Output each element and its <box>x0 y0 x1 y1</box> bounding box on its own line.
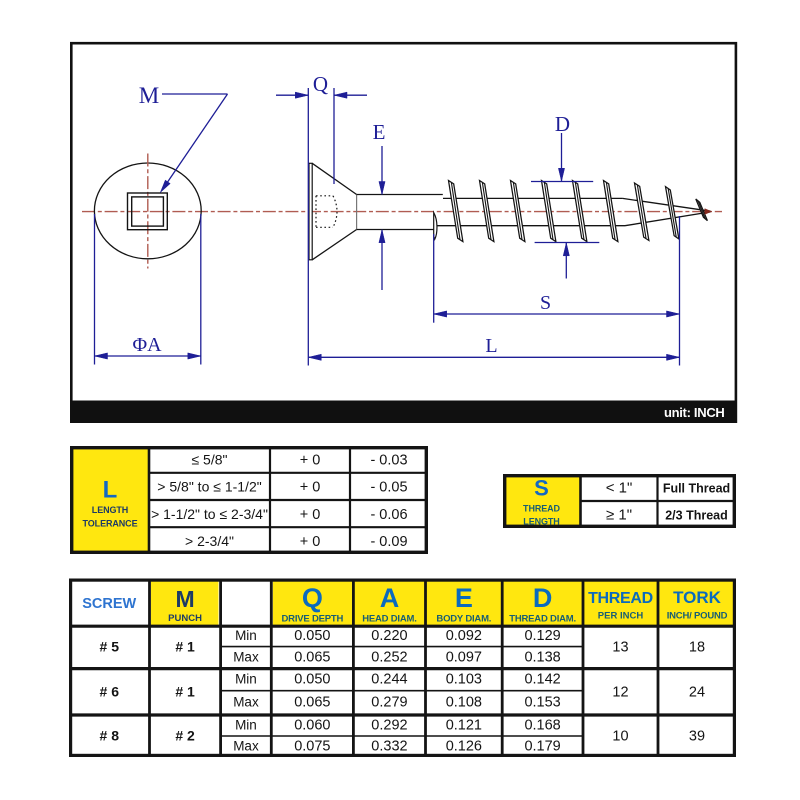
svg-text:> 2-3/4": > 2-3/4" <box>185 533 234 549</box>
svg-text:D: D <box>555 112 570 136</box>
svg-text:+ 0: + 0 <box>300 534 321 550</box>
svg-text:TOLERANCE: TOLERANCE <box>83 519 138 529</box>
svg-text:0.092: 0.092 <box>446 628 482 644</box>
svg-text:S: S <box>534 476 549 501</box>
svg-text:0.129: 0.129 <box>524 628 560 644</box>
svg-text:A: A <box>380 583 400 613</box>
svg-text:+ 0: + 0 <box>300 480 321 496</box>
svg-text:24: 24 <box>689 685 705 701</box>
svg-text:Min: Min <box>235 718 257 733</box>
svg-text:0.121: 0.121 <box>446 718 482 734</box>
svg-text:Q: Q <box>313 72 328 96</box>
svg-text:D: D <box>533 583 553 613</box>
svg-text:Min: Min <box>235 671 257 686</box>
svg-text:LENGTH: LENGTH <box>523 517 559 527</box>
svg-text:0.050: 0.050 <box>294 671 330 687</box>
svg-text:0.142: 0.142 <box>524 671 560 687</box>
svg-text:THREAD: THREAD <box>523 504 560 514</box>
svg-text:E: E <box>455 583 473 613</box>
svg-text:0.060: 0.060 <box>294 718 330 734</box>
svg-text:# 1: # 1 <box>175 639 195 655</box>
svg-text:0.220: 0.220 <box>371 628 407 644</box>
svg-text:unit: INCH: unit: INCH <box>664 405 725 420</box>
svg-text:39: 39 <box>689 729 705 745</box>
svg-text:Max: Max <box>233 649 259 664</box>
svg-text:≥ 1": ≥ 1" <box>606 507 632 524</box>
svg-text:E: E <box>373 120 386 144</box>
svg-text:L: L <box>485 335 497 357</box>
svg-text:S: S <box>540 292 551 314</box>
svg-text:0.050: 0.050 <box>294 628 330 644</box>
svg-text:HEAD DIAM.: HEAD DIAM. <box>362 614 416 625</box>
svg-text:SCREW: SCREW <box>82 596 136 612</box>
svg-text:0.065: 0.065 <box>294 695 330 711</box>
svg-text:M: M <box>139 83 159 108</box>
svg-text:0.153: 0.153 <box>524 695 560 711</box>
svg-text:0.332: 0.332 <box>371 739 407 755</box>
svg-text:PUNCH: PUNCH <box>168 613 202 624</box>
svg-text:# 8: # 8 <box>100 728 120 744</box>
svg-text:- 0.03: - 0.03 <box>370 453 407 469</box>
svg-text:0.097: 0.097 <box>446 649 482 665</box>
svg-text:0.252: 0.252 <box>371 649 407 665</box>
svg-text:L: L <box>103 477 118 504</box>
svg-text:0.138: 0.138 <box>524 649 560 665</box>
svg-text:# 1: # 1 <box>175 684 195 700</box>
svg-text:Min: Min <box>235 628 257 643</box>
svg-text:0.108: 0.108 <box>446 695 482 711</box>
svg-text:0.244: 0.244 <box>371 671 407 687</box>
svg-text:# 6: # 6 <box>100 684 120 700</box>
svg-text:DRIVE DEPTH: DRIVE DEPTH <box>282 614 344 625</box>
svg-text:BODY DIAM.: BODY DIAM. <box>436 614 491 625</box>
svg-text:- 0.06: - 0.06 <box>370 507 407 523</box>
svg-text:+ 0: + 0 <box>300 453 321 469</box>
svg-text:0.065: 0.065 <box>294 649 330 665</box>
svg-text:0.126: 0.126 <box>446 739 482 755</box>
svg-text:0.168: 0.168 <box>524 718 560 734</box>
svg-text:THREAD DIAM.: THREAD DIAM. <box>509 614 576 625</box>
svg-text:# 5: # 5 <box>100 639 120 655</box>
svg-text:TORK: TORK <box>673 588 722 607</box>
svg-text:Max: Max <box>233 739 259 754</box>
svg-text:13: 13 <box>612 640 628 656</box>
svg-text:> 5/8" to ≤ 1-1/2": > 5/8" to ≤ 1-1/2" <box>157 479 261 495</box>
svg-text:18: 18 <box>689 640 705 656</box>
svg-text:LENGTH: LENGTH <box>92 505 128 515</box>
svg-text:12: 12 <box>612 685 628 701</box>
svg-text:10: 10 <box>612 729 628 745</box>
svg-text:0.179: 0.179 <box>524 739 560 755</box>
svg-text:Max: Max <box>233 695 259 710</box>
svg-text:THREAD: THREAD <box>588 590 653 607</box>
svg-text:2/3 Thread: 2/3 Thread <box>665 509 728 523</box>
svg-text:M: M <box>175 586 194 612</box>
svg-text:Q: Q <box>302 583 323 613</box>
svg-text:0.075: 0.075 <box>294 739 330 755</box>
svg-text:0.279: 0.279 <box>371 695 407 711</box>
svg-text:PER INCH: PER INCH <box>598 611 644 622</box>
svg-text:0.292: 0.292 <box>371 718 407 734</box>
svg-text:< 1": < 1" <box>606 480 633 497</box>
svg-text:Full Thread: Full Thread <box>663 482 730 496</box>
svg-text:ΦA: ΦA <box>132 334 162 356</box>
svg-text:INCH/ POUND: INCH/ POUND <box>667 611 728 622</box>
svg-text:≤ 5/8": ≤ 5/8" <box>191 452 227 468</box>
svg-text:+ 0: + 0 <box>300 507 321 523</box>
svg-text:# 2: # 2 <box>175 728 195 744</box>
svg-text:0.103: 0.103 <box>446 671 482 687</box>
svg-text:- 0.05: - 0.05 <box>370 480 407 496</box>
svg-text:> 1-1/2" to ≤ 2-3/4": > 1-1/2" to ≤ 2-3/4" <box>151 506 268 522</box>
svg-text:- 0.09: - 0.09 <box>370 534 407 550</box>
